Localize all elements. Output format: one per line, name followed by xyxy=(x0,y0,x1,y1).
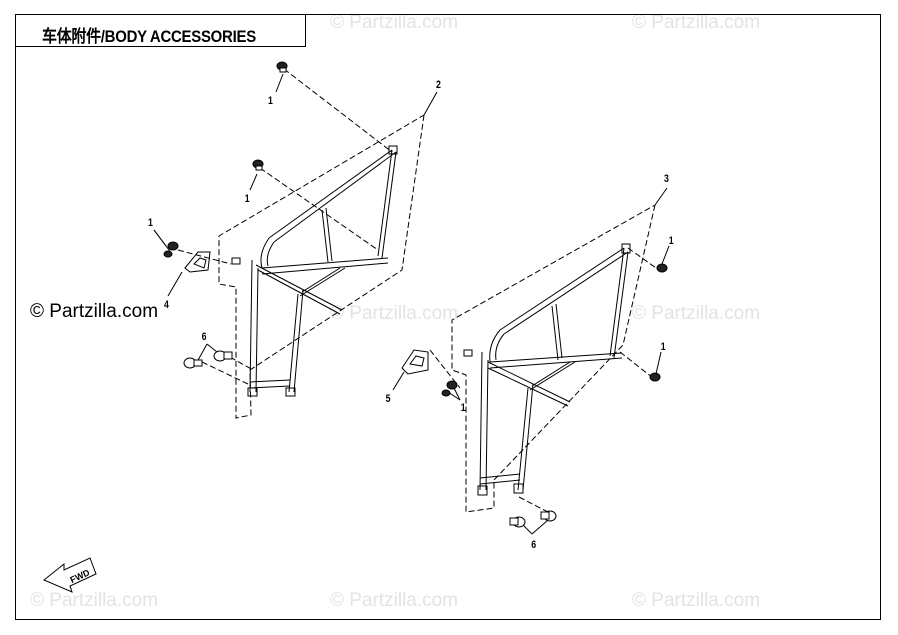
callout-leader xyxy=(196,343,208,363)
callout-leader xyxy=(153,229,173,255)
callout-4: 4 xyxy=(164,299,169,311)
callout-leader xyxy=(531,519,549,535)
callout-1: 1 xyxy=(669,235,674,247)
callout-2: 2 xyxy=(436,79,441,91)
callout-6: 6 xyxy=(531,539,536,551)
callout-5: 5 xyxy=(386,393,391,405)
callout-leader xyxy=(661,245,670,265)
callout-1: 1 xyxy=(245,193,250,205)
bolt-icon xyxy=(276,61,288,73)
bolt-icon xyxy=(649,372,661,382)
leader-line xyxy=(229,356,254,371)
title-box: 车体附件/BODY ACCESSORIES xyxy=(15,14,306,47)
leader-line xyxy=(259,167,379,251)
callout-3: 3 xyxy=(664,173,669,185)
callout-1: 1 xyxy=(461,402,466,414)
right-door-frame xyxy=(463,243,631,496)
callout-6: 6 xyxy=(202,331,207,343)
bolt-icon xyxy=(163,250,173,258)
fasteners xyxy=(163,61,668,528)
bolt-icon xyxy=(213,350,233,362)
right-bracket xyxy=(401,349,429,375)
page-title: 车体附件/BODY ACCESSORIES xyxy=(42,27,256,46)
callout-leader xyxy=(392,371,405,391)
callout-1: 1 xyxy=(661,341,666,353)
bolt-icon xyxy=(183,357,203,369)
bolt-icon xyxy=(509,516,526,528)
callout-1: 1 xyxy=(268,95,273,107)
callout-leader xyxy=(275,73,284,93)
callout-leader xyxy=(654,187,668,206)
watermark-text: © Partzilla.com xyxy=(632,303,761,324)
copyright-text: © Partzilla.com xyxy=(30,301,159,322)
watermark-text: © Partzilla.com xyxy=(330,12,459,33)
leader-line xyxy=(627,247,657,269)
callout-leader xyxy=(167,271,183,297)
bolt-icon xyxy=(252,159,264,171)
leader-line xyxy=(201,361,249,385)
callout-leader xyxy=(423,91,438,116)
leader-line xyxy=(518,496,549,513)
callout-1: 1 xyxy=(148,217,153,229)
right-door-outline xyxy=(451,204,656,513)
watermark-text: © Partzilla.com xyxy=(632,12,761,33)
bolt-icon xyxy=(441,389,451,397)
left-door-outline xyxy=(218,114,425,419)
callout-leader xyxy=(655,351,662,375)
bolt-icon xyxy=(656,263,668,273)
bolt-icon xyxy=(540,510,557,522)
watermark-text: © Partzilla.com xyxy=(30,590,159,611)
leader-line xyxy=(177,249,232,265)
bolt-icon xyxy=(167,241,179,251)
diagram-frame xyxy=(15,14,881,620)
bolt-icon xyxy=(446,380,458,390)
watermark-text: © Partzilla.com xyxy=(330,590,459,611)
left-door-frame xyxy=(231,145,398,397)
fwd-arrow-icon: FWD xyxy=(43,557,97,593)
watermark-text: © Partzilla.com xyxy=(330,303,459,324)
left-bracket xyxy=(184,251,211,273)
leader-line xyxy=(283,68,393,153)
callout-leader xyxy=(249,173,258,191)
leader-line xyxy=(619,351,654,379)
watermark-text: © Partzilla.com xyxy=(632,590,761,611)
